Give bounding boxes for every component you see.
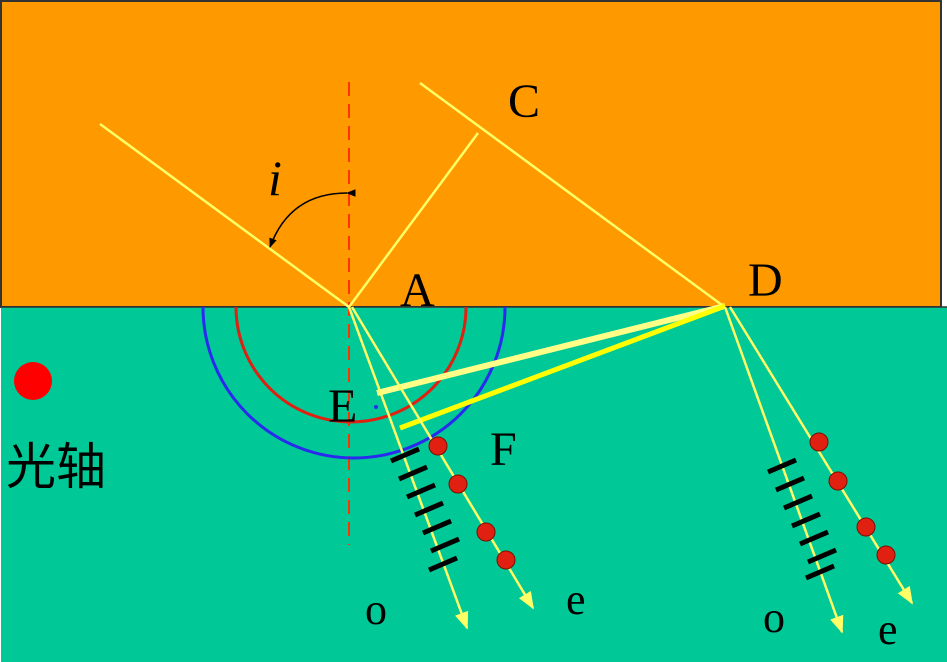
label-angle-i: i [268,150,282,206]
lower-medium [1,307,947,662]
label-point-d: D [748,254,783,307]
incident-ray-a [99,122,350,309]
incident-ray-d [419,81,723,307]
o-ray-from-a [347,306,469,630]
o-ray-vibration-lines-left [390,446,460,573]
e-wavelet [201,306,507,460]
label-point-e: E [328,380,357,433]
label-ray-e-left: e [566,575,586,624]
optic-axis-dot [14,362,52,400]
o-ray-from-d [723,306,844,634]
upper-medium [0,0,942,308]
label-ray-e-right: e [878,605,898,654]
o-wavelet [234,306,468,424]
o-ray-vibration-lines-right [767,457,837,581]
incidence-angle-arc [269,189,356,248]
label-ray-o-right: o [763,593,785,642]
point-e-dot [374,405,378,409]
label-ray-o-left: o [365,585,387,634]
label-point-c: C [508,75,540,128]
e-ray-vibration-dots-right [809,432,896,565]
label-point-f: F [490,423,517,476]
label-point-a: A [400,264,435,317]
e-wavefront-df [399,303,726,431]
o-wavefront-de [376,303,726,396]
label-optic-axis: 光轴 [6,439,106,495]
incident-wavefront-ac [347,132,480,308]
e-ray-vibration-dots-left [428,436,516,570]
